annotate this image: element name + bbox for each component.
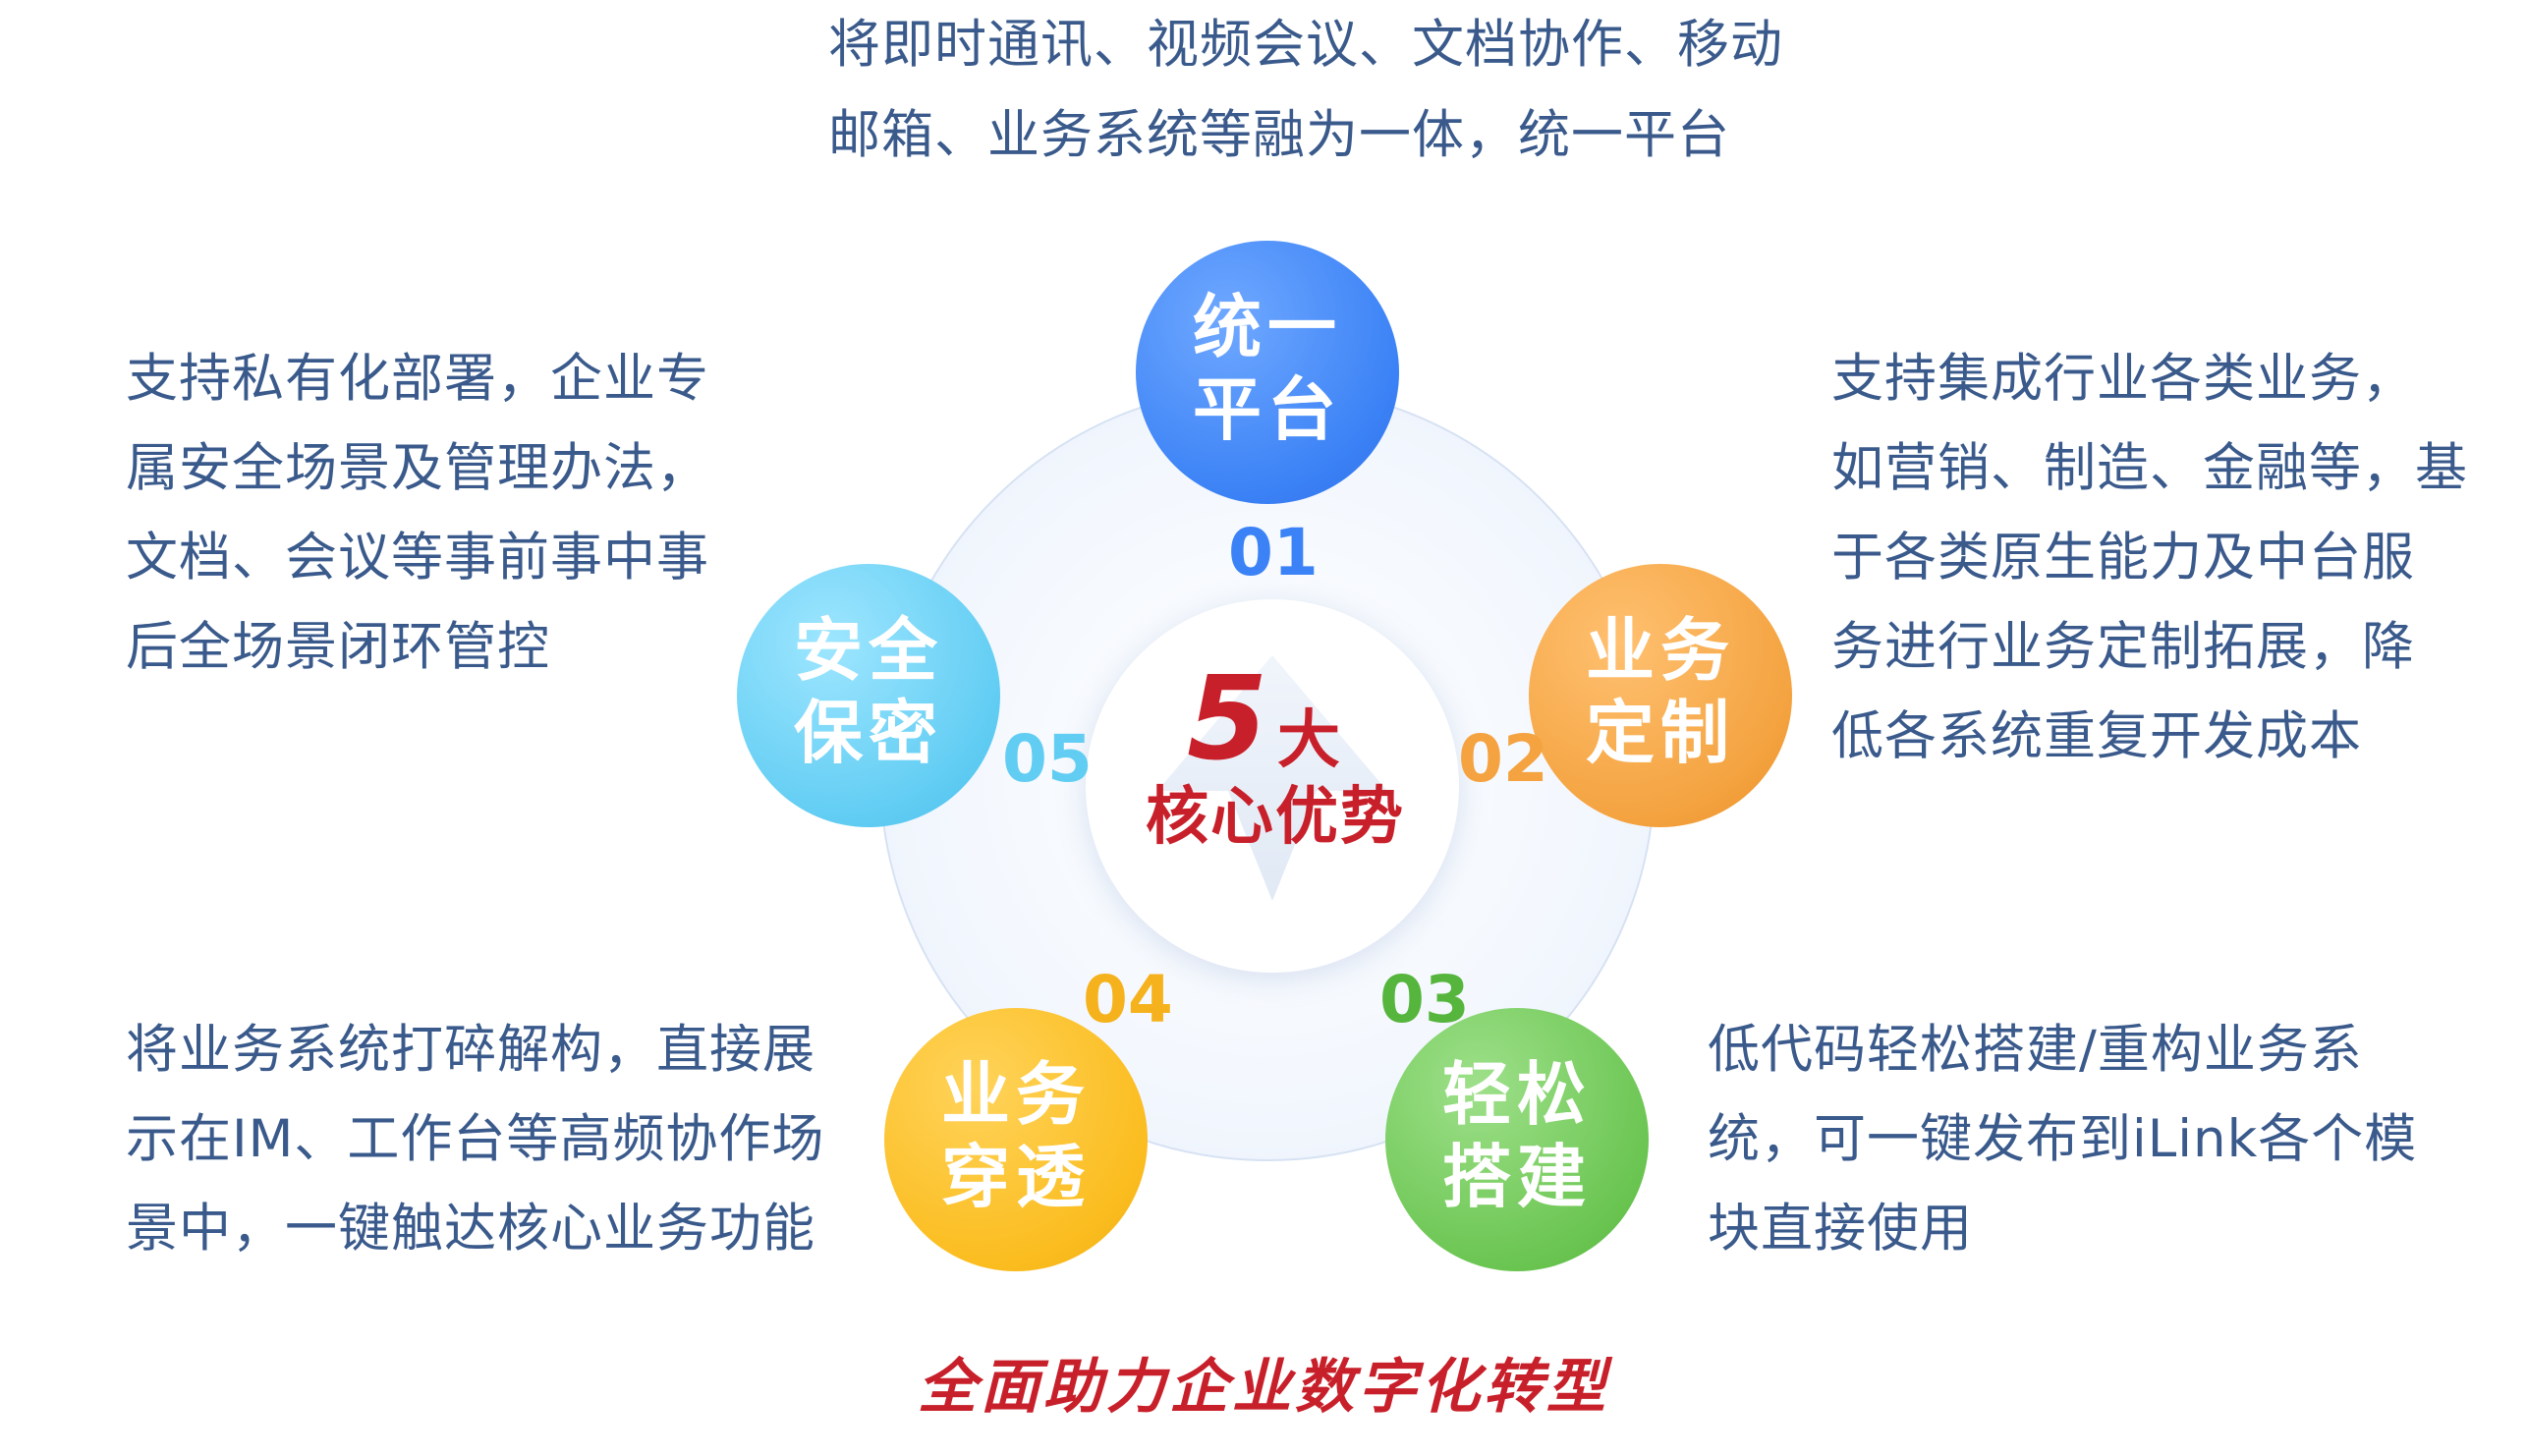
left-bottom-description: 将业务系统打碎解构，直接展 示在IM、工作台等高频协作场 景中，一键触达核心业务… <box>126 1005 824 1273</box>
left-bottom-line: 景中，一键触达核心业务功能 <box>126 1199 815 1259</box>
tagline: 全面助力企业数字化转型 <box>918 1353 1609 1422</box>
node-business-customization: 业务 定制 <box>1529 564 1792 827</box>
right-bottom-line: 统，可一键发布到iLink各个模 <box>1708 1109 2418 1169</box>
top-description-line: 将即时通讯、视频会议、文档协作、移动 <box>828 15 1783 75</box>
top-description: 将即时通讯、视频会议、文档协作、移动 邮箱、业务系统等融为一体，统一平台 <box>828 0 1783 181</box>
node-label-line: 平台 <box>1193 369 1342 450</box>
left-bottom-line: 示在IM、工作台等高频协作场 <box>126 1109 825 1169</box>
node-label-line: 穿透 <box>941 1137 1091 1217</box>
node-unified-platform: 统一 平台 <box>1136 241 1399 504</box>
left-top-line: 文档、会议等事前事中事 <box>126 528 709 588</box>
left-top-line: 支持私有化部署，企业专 <box>126 349 709 409</box>
node-easy-build: 轻松 搭建 <box>1385 1008 1649 1271</box>
node-label-line: 搭建 <box>1442 1137 1592 1217</box>
node-label-line: 统一 <box>1193 287 1342 367</box>
node-number: 05 <box>1002 721 1093 797</box>
node-business-penetration: 业务 穿透 <box>884 1008 1148 1271</box>
left-bottom-line: 将业务系统打碎解构，直接展 <box>126 1020 815 1080</box>
right-top-description: 支持集成行业各类业务， 如营销、制造、金融等，基 于各类原生能力及中台服 务进行… <box>1831 334 2468 781</box>
node-label-line: 业务 <box>941 1054 1091 1135</box>
right-top-line: 如营销、制造、金融等，基 <box>1831 438 2468 498</box>
center-suffix: 大 <box>1277 704 1340 777</box>
node-label-line: 轻松 <box>1442 1054 1592 1135</box>
left-top-description: 支持私有化部署，企业专 属安全场景及管理办法， 文档、会议等事前事中事 后全场景… <box>126 334 709 692</box>
top-description-line: 邮箱、业务系统等融为一体，统一平台 <box>828 105 1730 165</box>
node-label-line: 安全 <box>794 610 943 691</box>
left-top-line: 后全场景闭环管控 <box>126 617 550 677</box>
node-number: 03 <box>1379 962 1470 1037</box>
node-number: 02 <box>1458 721 1548 797</box>
center-subtitle: 核心优势 <box>1146 781 1405 854</box>
center-number: 5 <box>1187 650 1268 786</box>
node-label-line: 定制 <box>1586 693 1735 773</box>
node-number: 04 <box>1083 962 1173 1037</box>
right-bottom-description: 低代码轻松搭建/重构业务系 统，可一键发布到iLink各个模 块直接使用 <box>1708 1005 2417 1273</box>
right-bottom-line: 块直接使用 <box>1708 1199 1973 1259</box>
right-top-line: 务进行业务定制拓展，降 <box>1831 617 2415 677</box>
right-top-line: 于各类原生能力及中台服 <box>1831 528 2415 588</box>
node-security: 安全 保密 <box>737 564 1000 827</box>
right-top-line: 支持集成行业各类业务， <box>1831 349 2415 409</box>
node-number: 01 <box>1228 515 1319 590</box>
node-label-line: 保密 <box>794 693 943 773</box>
node-label-line: 业务 <box>1586 610 1735 691</box>
left-top-line: 属安全场景及管理办法， <box>126 438 709 498</box>
right-bottom-line: 低代码轻松搭建/重构业务系 <box>1708 1020 2363 1080</box>
center-arrow-icon <box>1157 655 1387 901</box>
right-top-line: 低各系统重复开发成本 <box>1831 706 2362 766</box>
